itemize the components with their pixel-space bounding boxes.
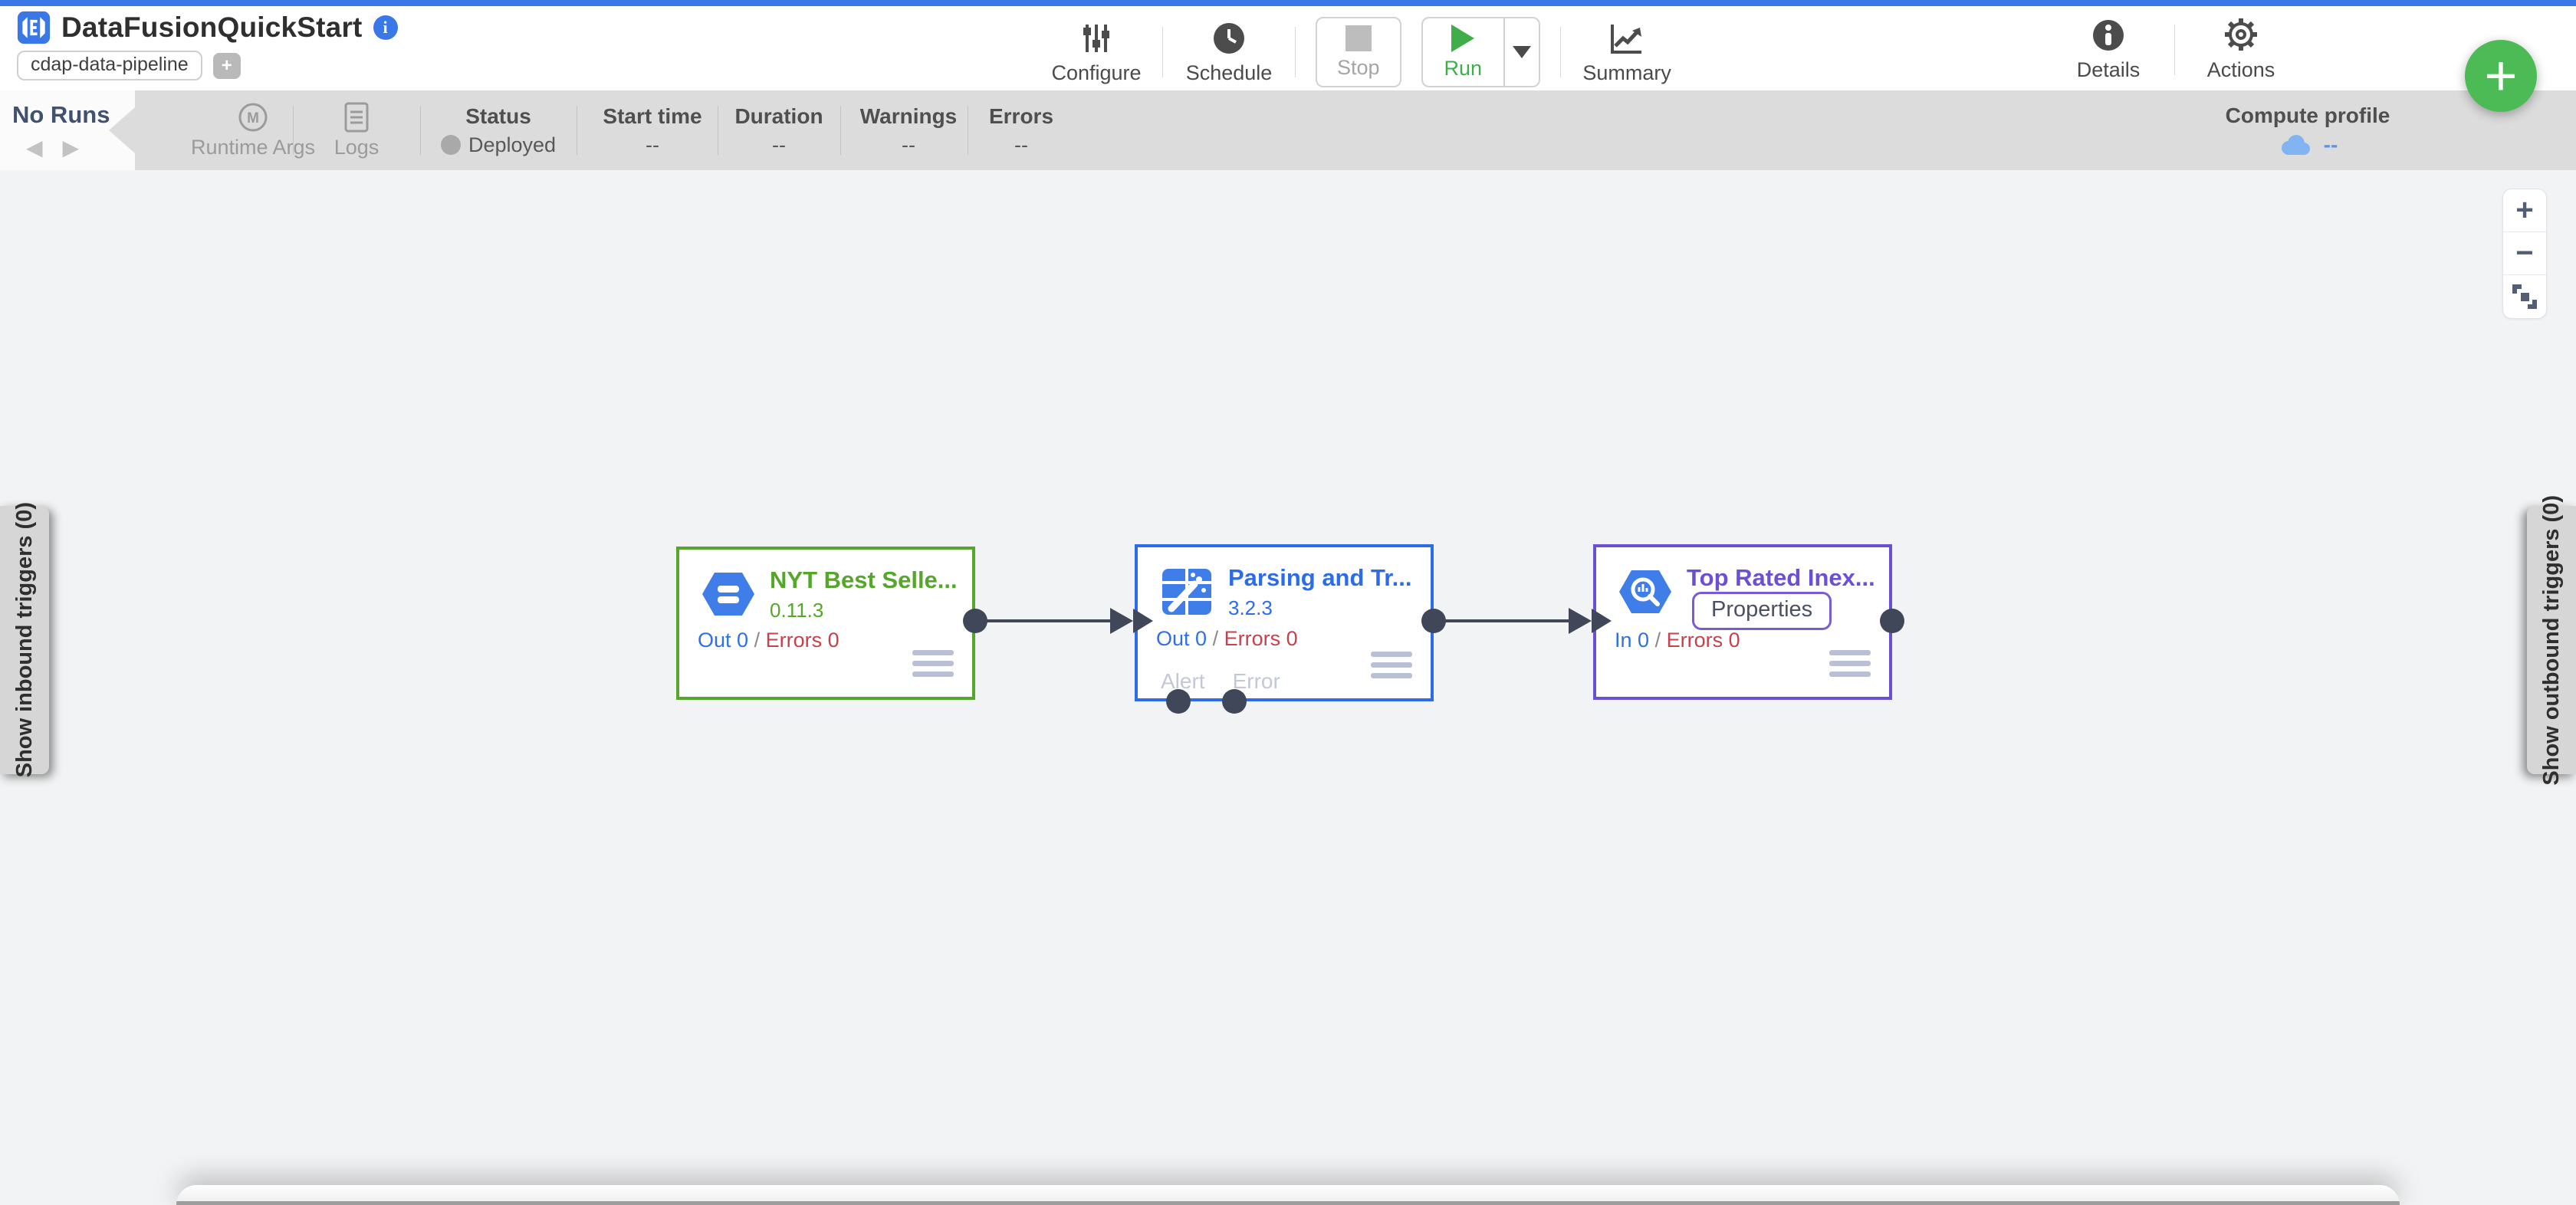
sliders-icon xyxy=(1079,20,1113,55)
caret-down-icon xyxy=(1513,46,1532,58)
node-nyt-best-sellers[interactable]: NYT Best Selle... 0.11.3 Out 0 / Errors … xyxy=(676,547,975,700)
zoom-out-button[interactable]: − xyxy=(2503,232,2546,275)
configure-button[interactable]: Configure xyxy=(1050,20,1142,85)
status-dot-icon xyxy=(440,135,461,155)
compute-profile-value[interactable]: -- xyxy=(2323,133,2338,156)
errors-column: Errors -- xyxy=(988,103,1054,156)
clock-icon xyxy=(1212,20,1246,55)
duration-column: Duration -- xyxy=(734,103,823,156)
prev-run-icon[interactable]: ◀ xyxy=(26,136,63,159)
input-port-arrow-icon xyxy=(1133,609,1153,633)
add-entity-fab-button[interactable]: + xyxy=(2465,40,2537,112)
sink-output-port[interactable] xyxy=(1880,609,1904,633)
alert-port[interactable] xyxy=(1166,689,1191,714)
node-parsing-transform[interactable]: Parsing and Tr... 3.2.3 Out 0 / Errors 0… xyxy=(1133,544,1434,701)
runs-tab-notch xyxy=(109,107,135,153)
add-tag-button[interactable]: + xyxy=(212,52,241,79)
outbound-triggers-tab[interactable]: Show outbound triggers (0) xyxy=(2527,495,2576,785)
logs-button[interactable]: Logs xyxy=(307,90,406,170)
node-top-rated-sink[interactable]: Top Rated Inex... Properties In 0 / Erro… xyxy=(1592,544,1892,700)
runs-pager: No Runs ◀▶ xyxy=(0,90,135,170)
alert-port-label: Alert xyxy=(1161,669,1205,693)
fit-to-screen-button[interactable] xyxy=(2503,275,2546,318)
status-column: Status Deployed xyxy=(429,90,567,170)
run-button-group: Run xyxy=(1421,17,1541,87)
stop-icon xyxy=(1345,25,1372,51)
run-options-dropdown[interactable] xyxy=(1503,18,1539,86)
cloud-icon xyxy=(2281,135,2310,155)
play-icon xyxy=(1451,24,1475,52)
canvas-zoom-controls: + − xyxy=(2502,189,2547,319)
toolbar-right-group: Details Actions xyxy=(2062,17,2287,82)
toolbar-divider xyxy=(1162,27,1163,77)
toolbar-divider xyxy=(1295,27,1296,77)
node-metrics: Out 0 / Errors 0 xyxy=(1156,627,1298,650)
status-value: Deployed xyxy=(468,133,557,156)
bottom-console-drawer[interactable] xyxy=(176,1185,2400,1205)
runbar-divider xyxy=(420,106,421,155)
node-menu-icon[interactable] xyxy=(1829,650,1871,677)
toolbar-divider xyxy=(1560,27,1562,77)
input-port-arrow-icon xyxy=(1592,609,1612,633)
runbar-divider xyxy=(840,106,841,155)
node-menu-icon[interactable] xyxy=(912,650,954,677)
next-run-icon[interactable]: ▶ xyxy=(62,136,100,159)
wrangler-icon xyxy=(1162,569,1211,615)
svg-text:M: M xyxy=(247,110,259,126)
warnings-column: Warnings -- xyxy=(859,103,958,156)
node-version: 0.11.3 xyxy=(770,599,824,622)
chart-icon xyxy=(1609,20,1644,55)
bigquery-hexagon-icon xyxy=(1619,570,1671,613)
node-title: NYT Best Selle... xyxy=(770,566,958,593)
cdap-logo-icon xyxy=(17,11,51,44)
pipeline-type-chip: cdap-data-pipeline xyxy=(17,51,202,80)
schedule-button[interactable]: Schedule xyxy=(1183,20,1275,85)
toolbar-center-group: Configure Schedule Stop Run xyxy=(1050,17,1673,87)
pipeline-canvas[interactable]: + − Show inbound triggers (0) Show outbo… xyxy=(0,170,2576,1205)
summary-button[interactable]: Summary xyxy=(1581,20,1673,85)
run-button[interactable]: Run xyxy=(1423,18,1504,86)
node-title: Parsing and Tr... xyxy=(1228,564,1412,591)
macro-m-icon: M xyxy=(238,103,268,131)
source-output-port[interactable] xyxy=(963,609,987,633)
datastore-hexagon-icon xyxy=(702,573,754,616)
toolbar-divider xyxy=(2174,24,2175,75)
runtime-args-button[interactable]: M Runtime Args xyxy=(161,90,345,170)
pipeline-brand: DataFusionQuickStart i cdap-data-pipelin… xyxy=(17,11,398,80)
info-icon xyxy=(2091,17,2125,52)
node-port-labels: Alert Error xyxy=(1161,669,1308,694)
edge-source-to-wrangler[interactable] xyxy=(975,619,1115,622)
edge-arrowhead-icon xyxy=(1110,608,1133,634)
compute-profile-column: Compute profile -- xyxy=(2225,103,2390,156)
node-metrics: Out 0 / Errors 0 xyxy=(698,629,840,652)
actions-button[interactable]: Actions xyxy=(2195,17,2287,82)
details-button[interactable]: Details xyxy=(2062,17,2154,82)
stop-button[interactable]: Stop xyxy=(1316,17,1401,87)
start-time-column: Start time -- xyxy=(603,103,702,156)
gear-icon xyxy=(2223,17,2259,52)
top-toolbar: DataFusionQuickStart i cdap-data-pipelin… xyxy=(0,6,2576,90)
document-icon xyxy=(344,102,369,132)
pipeline-info-icon[interactable]: i xyxy=(373,15,398,40)
runbar-divider xyxy=(293,106,294,155)
node-metrics: In 0 / Errors 0 xyxy=(1615,629,1740,652)
zoom-in-button[interactable]: + xyxy=(2503,189,2546,232)
wrangler-output-port[interactable] xyxy=(1421,609,1446,633)
inbound-triggers-tab[interactable]: Show inbound triggers (0) xyxy=(0,502,49,778)
node-menu-icon[interactable] xyxy=(1371,652,1412,678)
page-title: DataFusionQuickStart xyxy=(61,11,363,43)
fit-to-screen-icon xyxy=(2512,284,2537,309)
top-accent-line xyxy=(0,0,2576,6)
edge-wrangler-to-sink[interactable] xyxy=(1434,619,1573,622)
error-port-label: Error xyxy=(1232,669,1280,693)
node-title: Top Rated Inex... xyxy=(1687,564,1875,591)
edge-arrowhead-icon xyxy=(1569,608,1592,634)
runs-count-label: No Runs xyxy=(12,101,110,128)
error-port[interactable] xyxy=(1222,689,1247,714)
node-version: 3.2.3 xyxy=(1228,596,1273,619)
run-status-bar: No Runs ◀▶ M Runtime Args Logs Status De… xyxy=(0,90,2576,170)
properties-button[interactable]: Properties xyxy=(1692,592,1832,630)
